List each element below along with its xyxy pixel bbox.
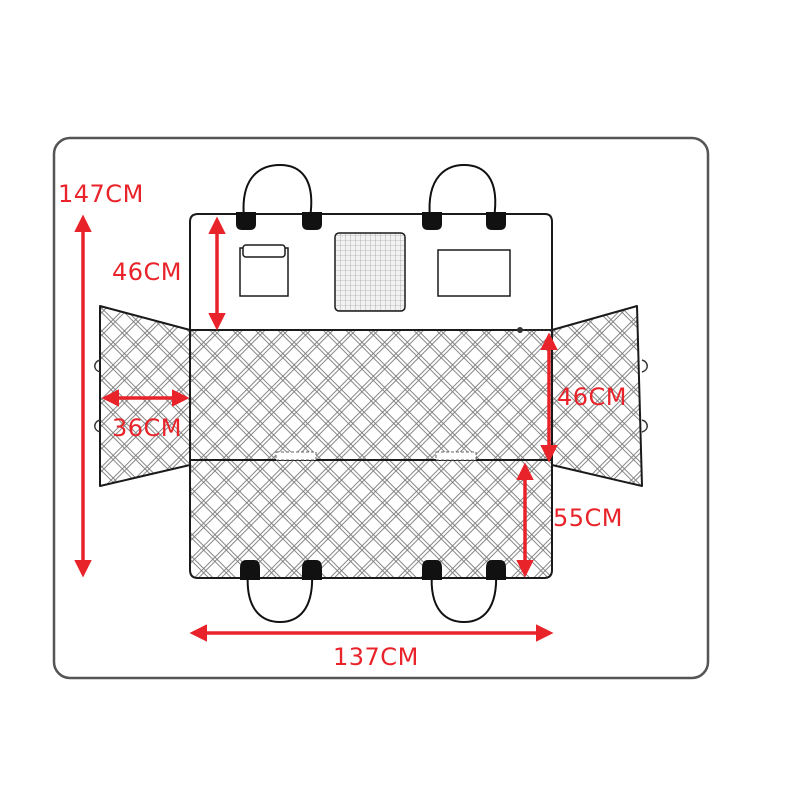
label-side-flap-width: 36CM xyxy=(112,414,182,442)
top-clips xyxy=(236,212,506,230)
label-total-length: 147CM xyxy=(58,180,144,208)
seat-panel-lower xyxy=(189,459,553,579)
bottom-handle-right xyxy=(430,571,498,624)
dimension-arrows xyxy=(74,214,558,642)
label-width: 137CM xyxy=(333,643,419,671)
label-side-flap-height: 46CM xyxy=(557,383,627,411)
left-side-flap xyxy=(99,305,191,487)
seatbelt-slot-left xyxy=(275,451,317,461)
zipper xyxy=(517,327,552,333)
seatbelt-slot-right xyxy=(435,451,477,461)
side-clips xyxy=(94,359,648,433)
pocket-mesh xyxy=(334,232,406,312)
backrest-pockets xyxy=(239,232,511,312)
pocket-left-top xyxy=(242,244,286,258)
bottom-handles xyxy=(246,571,498,624)
bottom-handle-left xyxy=(246,571,314,624)
top-handle-right xyxy=(428,163,497,219)
label-backrest-height: 46CM xyxy=(112,258,182,286)
pocket-right xyxy=(437,249,511,297)
label-seat-depth: 55CM xyxy=(553,504,623,532)
bottom-clips xyxy=(240,560,506,580)
seat-panel-upper xyxy=(189,329,553,461)
top-handles xyxy=(242,163,497,219)
top-handle-left xyxy=(242,163,313,219)
